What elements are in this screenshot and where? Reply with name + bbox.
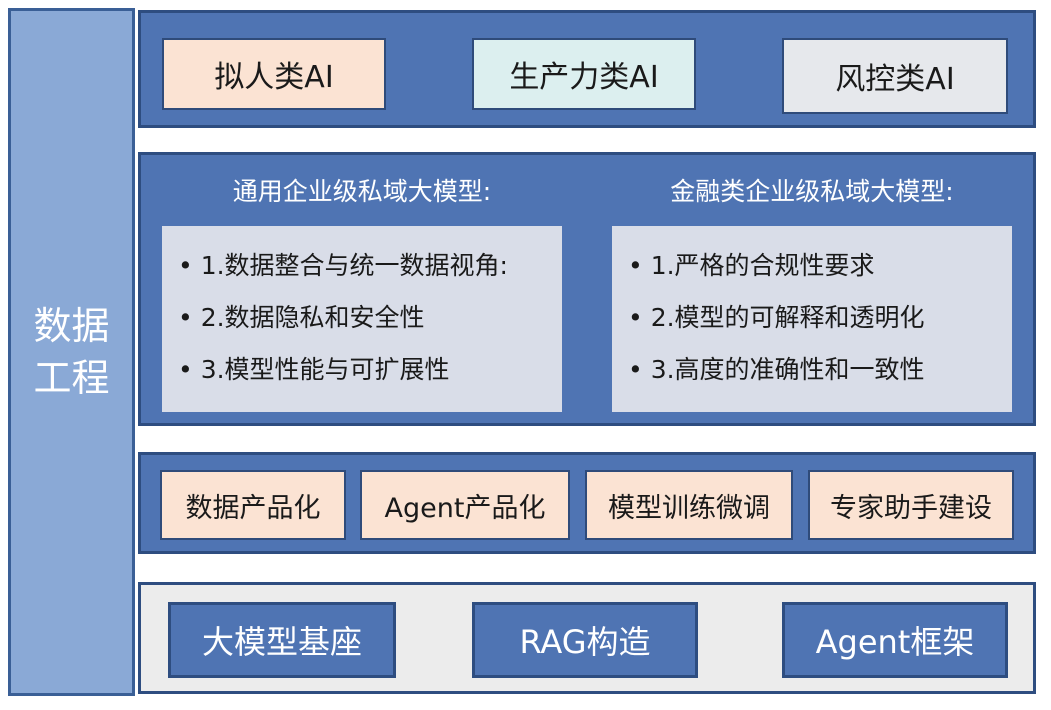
panel-list-general: • 1.数据整合与统一数据视角: • 2.数据隐私和安全性 • 3.模型性能与可…: [162, 226, 562, 412]
panel-list-finance: • 1.严格的合规性要求 • 2.模型的可解释和透明化 • 3.高度的准确性和一…: [612, 226, 1012, 412]
service-box-data-productization: 数据产品化: [160, 470, 346, 540]
list-item: • 2.模型的可解释和透明化: [628, 303, 925, 332]
service-box-agent-productization: Agent产品化: [360, 470, 570, 540]
panel-title-finance: 金融类企业级私域大模型:: [670, 177, 954, 206]
list-item: • 1.严格的合规性要求: [628, 251, 875, 280]
ai-type-box-productivity: 生产力类AI: [472, 38, 696, 110]
list-item: • 2.数据隐私和安全性: [178, 303, 425, 332]
service-box-expert-assistant: 专家助手建设: [808, 470, 1014, 540]
list-item: • 1.数据整合与统一数据视角:: [178, 251, 508, 280]
data-engineering-label: 数据工程: [33, 304, 110, 400]
list-item: • 3.模型性能与可扩展性: [178, 355, 450, 384]
data-engineering-bar: 数据工程: [8, 8, 135, 696]
foundation-box-agent-framework: Agent框架: [782, 602, 1008, 678]
panel-title-general: 通用企业级私域大模型:: [232, 177, 492, 206]
foundation-box-base-model: 大模型基座: [168, 602, 396, 678]
list-item: • 3.高度的准确性和一致性: [628, 355, 925, 384]
ai-type-box-humanlike: 拟人类AI: [162, 38, 386, 110]
ai-type-box-risk-control: 风控类AI: [782, 38, 1008, 114]
service-box-model-finetune: 模型训练微调: [585, 470, 793, 540]
foundation-box-rag: RAG构造: [472, 602, 698, 678]
